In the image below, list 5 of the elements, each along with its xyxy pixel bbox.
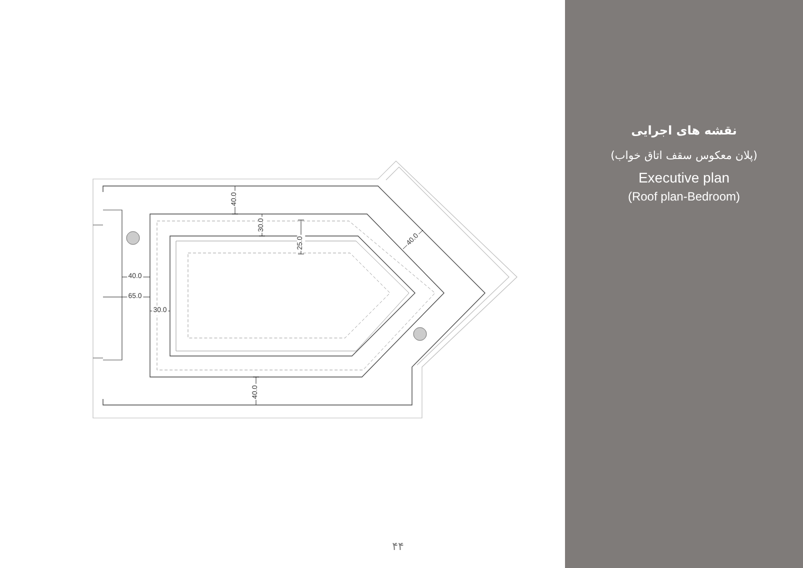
subheading: (Roof plan-Bedroom) <box>628 190 740 204</box>
heading: نقشه های اجرایی <box>631 124 737 138</box>
heading: Executive plan <box>638 170 730 186</box>
subheading: (پلان معکوس سقف اتاق خواب) <box>610 150 758 162</box>
page-number: ۴۴ <box>392 540 404 554</box>
